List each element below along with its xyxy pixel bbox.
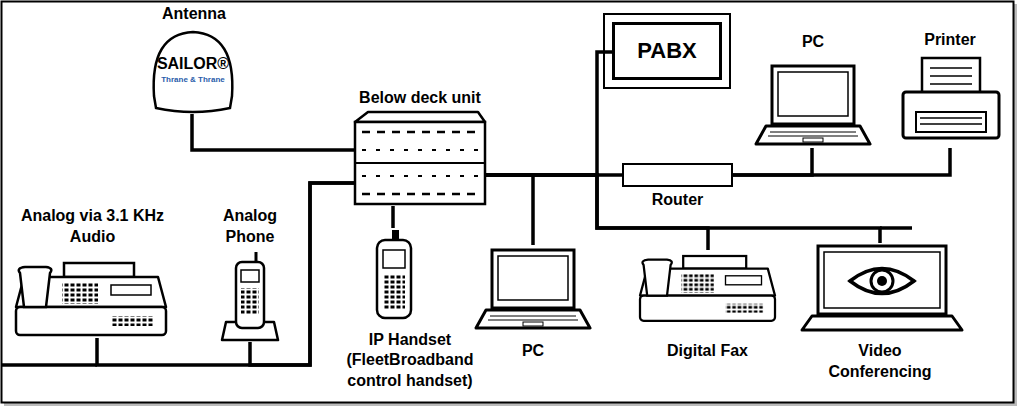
logo-subtext: Thrane & Thrane <box>150 76 236 85</box>
device-label: PC <box>758 32 868 53</box>
eye-symbol <box>850 269 914 294</box>
device-label: Router <box>622 190 733 211</box>
network-link <box>485 52 612 175</box>
printer-paper-line <box>930 67 972 69</box>
pabx-box: PABX <box>612 22 722 80</box>
frame <box>2 2 1014 403</box>
video-base <box>802 316 962 330</box>
handset-keypad <box>383 275 405 309</box>
bus-line <box>880 226 912 230</box>
device-label: Antenna <box>150 4 238 25</box>
printer-paper-line <box>930 75 972 77</box>
device-label: Analog Phone <box>208 206 292 248</box>
video-screen <box>818 246 946 314</box>
pc-laptop <box>756 66 870 144</box>
network-link <box>192 114 355 150</box>
fax-machine <box>16 263 166 335</box>
antenna-dome <box>154 32 233 112</box>
network-link <box>733 148 950 175</box>
fax-machine <box>640 256 775 321</box>
printer-paper-line <box>930 83 972 85</box>
below-deck-unit: Below deck unit <box>355 88 485 206</box>
unit-vents <box>362 193 480 196</box>
unit-vents <box>362 131 480 134</box>
network-link <box>391 206 395 228</box>
ip-handset: IP Handset (FleetBroadband control hands… <box>335 228 485 392</box>
analog-phone: Analog Phone <box>208 206 292 342</box>
network-link <box>485 175 533 245</box>
device-label: Printer <box>895 30 1005 51</box>
printer-body <box>903 92 999 138</box>
device-label: Analog via 3.1 KHz Audio <box>12 206 174 248</box>
video-conferencing: Video Conferencing <box>805 243 955 383</box>
video-screen-inner <box>824 252 940 308</box>
printer: Printer <box>895 30 1005 148</box>
device-label: Video Conferencing <box>818 341 942 383</box>
unit-divider <box>355 162 485 164</box>
device-label: Below deck unit <box>355 88 485 109</box>
unit-top <box>355 112 485 122</box>
printer-tray-line <box>920 117 982 119</box>
unit-vents <box>362 149 480 151</box>
printer-tray <box>916 112 986 132</box>
phone-screen <box>241 270 259 282</box>
analog-fax: Analog via 3.1 KHz Audio <box>10 206 175 338</box>
device-label: PABX <box>637 37 697 66</box>
phone-keypad <box>241 288 259 314</box>
printer-tray-line <box>920 123 982 125</box>
digital-fax: Digital Fax <box>635 250 780 362</box>
device-label: Digital Fax <box>635 341 780 362</box>
pc: PC <box>758 32 868 148</box>
handset-screen <box>383 250 405 268</box>
eye-iris <box>871 270 893 292</box>
eye-pupil <box>877 276 887 286</box>
network-link <box>733 148 812 175</box>
printer-paper <box>922 58 980 94</box>
pc-laptop <box>476 250 590 328</box>
device-label: IP Handset (FleetBroadband control hands… <box>336 330 484 392</box>
logo-text: SAILOR® <box>154 55 232 73</box>
unit-vents <box>362 175 480 177</box>
handset-body <box>377 240 411 318</box>
pc: PC <box>478 245 588 362</box>
device-label: PC <box>478 341 588 362</box>
phone-handset <box>236 262 264 328</box>
bus-line <box>2 363 97 367</box>
router-box: Router <box>622 163 733 187</box>
unit-body <box>355 122 485 204</box>
pabx-frame <box>604 14 730 88</box>
